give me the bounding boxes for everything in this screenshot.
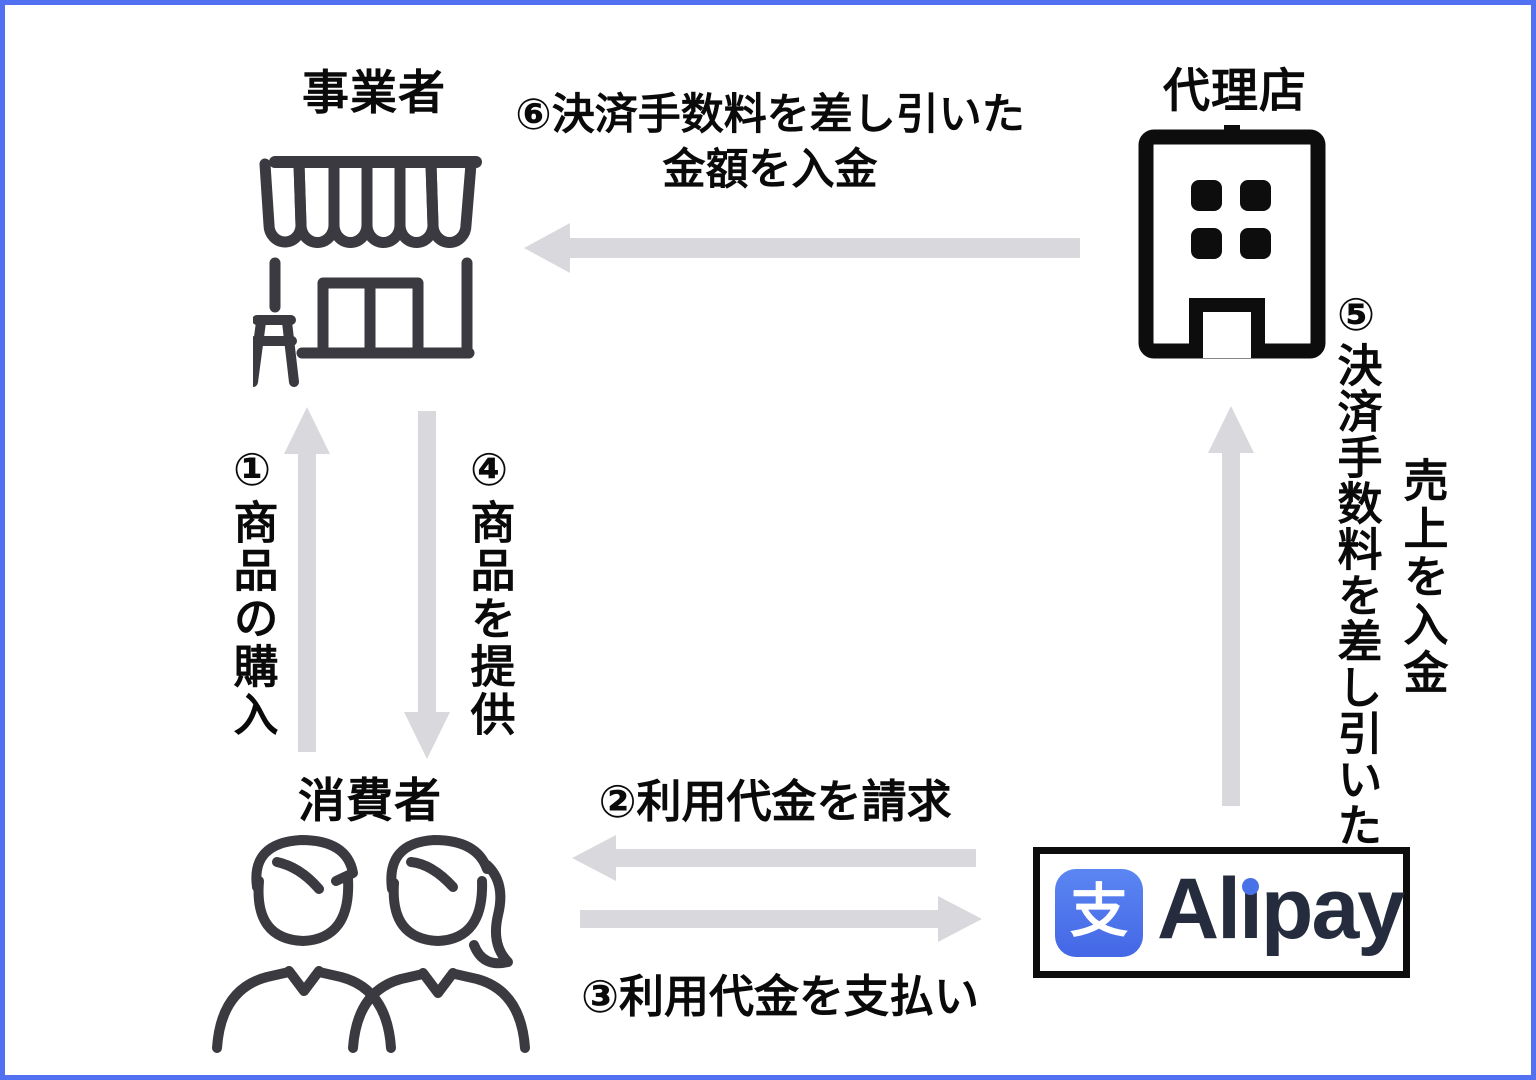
charge-arrow xyxy=(572,835,976,881)
storefront-icon xyxy=(253,156,482,387)
pay-arrow xyxy=(580,896,982,942)
pay-label: ③利用代金を支払い xyxy=(580,971,980,1022)
settle-agency-label-col2: 売上を入金 xyxy=(1396,457,1448,697)
alipay-wordmark-post: pay xyxy=(1260,860,1405,957)
alipay-wordmark: Alıpay xyxy=(1157,860,1405,957)
settle-business-arrow xyxy=(524,223,1080,273)
consumer-label: 消費者 xyxy=(298,774,442,827)
agency-label: 代理店 xyxy=(1163,64,1307,117)
business-label: 事業者 xyxy=(302,66,446,119)
alipay-wordmark-pre: Al xyxy=(1157,860,1241,957)
settle-agency-label-col1: ⑤決済手数料を差し引いた xyxy=(1330,288,1382,848)
settle-agency-arrow xyxy=(1208,406,1254,806)
alipay-mark-icon: 支 xyxy=(1055,868,1143,957)
alipay-wordmark-i: ı xyxy=(1239,860,1263,957)
purchase-arrow xyxy=(284,407,330,752)
office-building-icon xyxy=(1138,125,1326,359)
alipay-logo: 支 Alıpay xyxy=(1033,847,1410,978)
alipay-mark-glyph: 支 xyxy=(1069,878,1128,944)
settle-business-label: ⑥決済手数料を差し引いた 金額を入金 xyxy=(505,88,1035,198)
provide-arrow xyxy=(404,411,450,759)
two-consumers-icon xyxy=(212,835,530,1053)
settle-business-label-line1: ⑥決済手数料を差し引いた xyxy=(515,91,1025,139)
settle-business-label-line2: 金額を入金 xyxy=(662,146,878,195)
provide-label: ④商品を提供 xyxy=(463,443,515,739)
purchase-label: ①商品の購入 xyxy=(226,443,278,739)
charge-label: ②利用代金を請求 xyxy=(598,776,952,827)
